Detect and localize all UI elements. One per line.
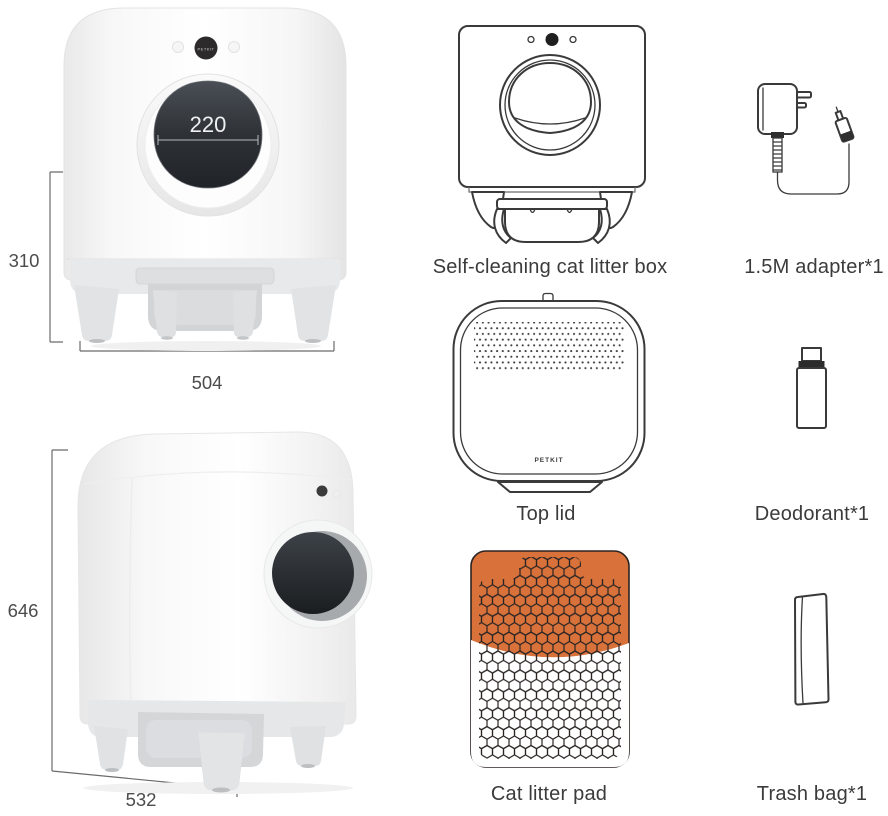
side-view-photo bbox=[77, 431, 373, 794]
base-edge bbox=[468, 187, 636, 193]
foot-shadow bbox=[237, 336, 249, 340]
sensor-dot-left bbox=[527, 35, 535, 44]
bottle-neck bbox=[798, 361, 825, 368]
leg-front-right bbox=[290, 726, 326, 766]
litter-surface-line bbox=[514, 117, 586, 125]
vent-dot-grid bbox=[474, 322, 624, 372]
connector-band bbox=[839, 130, 854, 143]
drawer-lip bbox=[496, 198, 608, 210]
lid-latch-tab bbox=[542, 292, 554, 302]
leg-front-left bbox=[74, 285, 119, 341]
side-depth-value: 532 bbox=[126, 789, 157, 810]
front-height-dimension-line bbox=[49, 171, 63, 343]
bottle-body bbox=[796, 367, 827, 429]
plug-prong-top bbox=[796, 91, 812, 99]
cord-boot bbox=[771, 132, 784, 138]
adapter-drawing bbox=[757, 83, 855, 195]
front-height-value: 310 bbox=[9, 250, 40, 271]
front-view-photo: PETKIT 220 bbox=[63, 7, 347, 351]
cord-coil-ribs bbox=[772, 141, 783, 171]
side-height-value: 646 bbox=[8, 600, 39, 621]
lid-front-lip bbox=[497, 481, 603, 493]
entry-window bbox=[272, 532, 354, 614]
front-width-value: 504 bbox=[192, 372, 223, 393]
front-width-dimension-line bbox=[79, 341, 335, 352]
opening-width-value: 220 bbox=[190, 112, 227, 137]
foot-shadow bbox=[161, 336, 173, 340]
adapter-label: 1.5M adapter*1 bbox=[744, 256, 884, 278]
lid-outline-inner bbox=[459, 307, 639, 475]
ground-shadow bbox=[91, 341, 321, 351]
camera-icon bbox=[545, 33, 559, 46]
sensor-dot-right bbox=[569, 35, 577, 44]
drawer-lip bbox=[135, 267, 275, 285]
status-light-left bbox=[172, 41, 184, 53]
opening-width-line bbox=[157, 135, 259, 145]
bag-roll-fold-line bbox=[800, 595, 804, 705]
lid-brand-mark: PETKIT bbox=[534, 457, 563, 464]
waste-drawer-front bbox=[154, 290, 256, 325]
plug-prong-bottom bbox=[796, 102, 807, 109]
status-light-right bbox=[228, 41, 240, 53]
cord-coil bbox=[772, 137, 783, 173]
machine-body bbox=[77, 431, 357, 725]
entry-window bbox=[153, 80, 263, 189]
panel-brand-mark: PETKIT bbox=[197, 47, 214, 52]
bag-roll-outline bbox=[794, 592, 830, 706]
plug-body bbox=[757, 83, 798, 135]
dimension-lines bbox=[49, 171, 335, 797]
foot-shadow bbox=[212, 787, 230, 793]
leg-inner-left bbox=[153, 290, 177, 337]
litter-pad-drawing bbox=[470, 550, 630, 768]
drawer-hooks bbox=[529, 208, 573, 214]
panel-seam bbox=[129, 477, 133, 723]
foot-shadow bbox=[305, 339, 321, 343]
power-cable bbox=[776, 143, 850, 195]
entry-opening bbox=[508, 62, 592, 134]
entry-ring-inner bbox=[504, 59, 596, 151]
foot-shadow bbox=[89, 339, 105, 343]
litter-box-label: Self-cleaning cat litter box bbox=[432, 256, 668, 278]
lid-seam bbox=[82, 471, 354, 485]
control-panel-logo bbox=[316, 485, 328, 497]
top-lid-label: Top lid bbox=[516, 503, 576, 525]
deodorant-drawing bbox=[796, 347, 827, 429]
foot-shadow bbox=[105, 768, 119, 772]
leg-front-center bbox=[197, 731, 246, 791]
deodorant-label: Deodorant*1 bbox=[754, 503, 870, 525]
bottle-cap bbox=[801, 347, 822, 362]
dc-connector bbox=[834, 106, 855, 143]
leg-inner-right bbox=[233, 290, 257, 337]
side-height-dimension-line bbox=[51, 449, 68, 771]
litter-box-line-drawing bbox=[458, 25, 646, 244]
control-panel-logo bbox=[194, 36, 218, 60]
trash-bag-label: Trash bag*1 bbox=[756, 783, 868, 805]
trash-bag-drawing bbox=[794, 592, 830, 706]
connector-tip bbox=[834, 110, 845, 122]
leg-front-right bbox=[291, 285, 336, 341]
waste-drawer bbox=[504, 208, 600, 243]
status-light bbox=[332, 489, 342, 499]
connector-pin bbox=[835, 106, 839, 113]
litter-pad-label: Cat litter pad bbox=[490, 783, 608, 805]
leg-back-left bbox=[94, 726, 128, 770]
pad-honeycomb bbox=[479, 557, 621, 759]
top-lid-line-drawing: PETKIT bbox=[452, 292, 646, 493]
foot-shadow bbox=[301, 764, 315, 768]
